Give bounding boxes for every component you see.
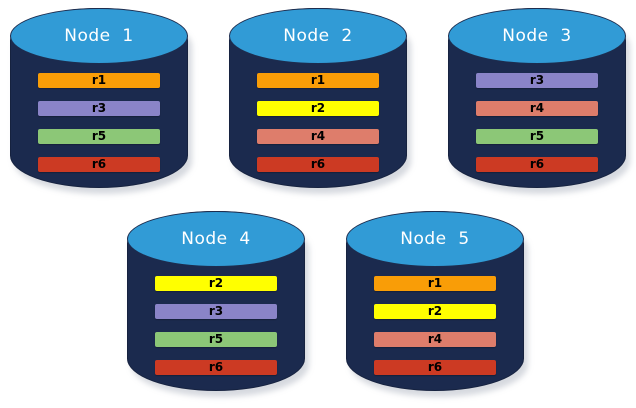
replica-list: r3 r4 r5 r6 bbox=[476, 72, 598, 172]
node-label: Node 3 bbox=[502, 25, 572, 46]
replica-bar-r6[interactable]: r6 bbox=[257, 156, 379, 172]
cylinder-top-ellipse bbox=[127, 211, 305, 267]
replica-bar-r6[interactable]: r6 bbox=[374, 359, 496, 375]
cylinder-top-ellipse bbox=[10, 8, 188, 64]
database-node-1[interactable]: Node 1 r1 r3 r5 r6 bbox=[10, 8, 192, 194]
replica-bar-r4[interactable]: r4 bbox=[374, 331, 496, 347]
replica-bar-r3[interactable]: r3 bbox=[155, 303, 277, 319]
replica-bar-r2[interactable]: r2 bbox=[374, 303, 496, 319]
replica-bar-r3[interactable]: r3 bbox=[38, 100, 160, 116]
node-label: Node 5 bbox=[400, 228, 470, 249]
replica-bar-r6[interactable]: r6 bbox=[155, 359, 277, 375]
replica-bar-r3[interactable]: r3 bbox=[476, 72, 598, 88]
cylinder-top-ellipse bbox=[448, 8, 626, 64]
replica-bar-r5[interactable]: r5 bbox=[155, 331, 277, 347]
node-label: Node 2 bbox=[283, 25, 353, 46]
replica-bar-r4[interactable]: r4 bbox=[257, 128, 379, 144]
replica-bar-r6[interactable]: r6 bbox=[476, 156, 598, 172]
replica-bar-r1[interactable]: r1 bbox=[257, 72, 379, 88]
replica-bar-r2[interactable]: r2 bbox=[155, 275, 277, 291]
replica-list: r1 r2 r4 r6 bbox=[374, 275, 496, 375]
database-node-5[interactable]: Node 5 r1 r2 r4 r6 bbox=[346, 211, 528, 397]
replica-list: r1 r3 r5 r6 bbox=[38, 72, 160, 172]
database-node-4[interactable]: Node 4 r2 r3 r5 r6 bbox=[127, 211, 309, 397]
replica-bar-r5[interactable]: r5 bbox=[476, 128, 598, 144]
node-label: Node 1 bbox=[64, 25, 134, 46]
cylinder-top-ellipse bbox=[346, 211, 524, 267]
node-label: Node 4 bbox=[181, 228, 251, 249]
replica-bar-r5[interactable]: r5 bbox=[38, 128, 160, 144]
replica-bar-r1[interactable]: r1 bbox=[38, 72, 160, 88]
replica-bar-r1[interactable]: r1 bbox=[374, 275, 496, 291]
database-node-3[interactable]: Node 3 r3 r4 r5 r6 bbox=[448, 8, 630, 194]
replica-bar-r6[interactable]: r6 bbox=[38, 156, 160, 172]
replica-list: r1 r2 r4 r6 bbox=[257, 72, 379, 172]
replica-bar-r2[interactable]: r2 bbox=[257, 100, 379, 116]
replica-list: r2 r3 r5 r6 bbox=[155, 275, 277, 375]
database-node-2[interactable]: Node 2 r1 r2 r4 r6 bbox=[229, 8, 411, 194]
replica-bar-r4[interactable]: r4 bbox=[476, 100, 598, 116]
cylinder-top-ellipse bbox=[229, 8, 407, 64]
